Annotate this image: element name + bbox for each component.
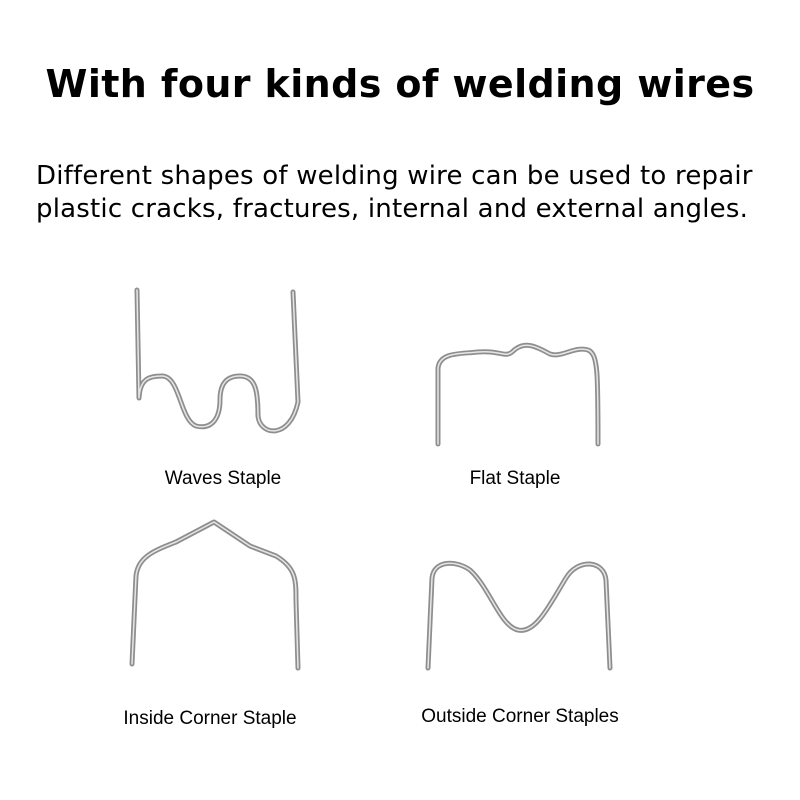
caption-flat-staple: Flat Staple — [469, 468, 561, 489]
description-line-2: plastic cracks, fractures, internal and … — [36, 194, 749, 224]
caption-waves-staple: Waves Staple — [164, 468, 282, 489]
description: Different shapes of welding wire can be … — [36, 160, 776, 226]
caption-outside-corner-staples: Outside Corner Staples — [421, 706, 619, 727]
caption-inside-corner-staple: Inside Corner Staple — [123, 708, 297, 729]
page-title: With four kinds of welding wires — [45, 62, 755, 106]
description-line-1: Different shapes of welding wire can be … — [36, 161, 753, 191]
